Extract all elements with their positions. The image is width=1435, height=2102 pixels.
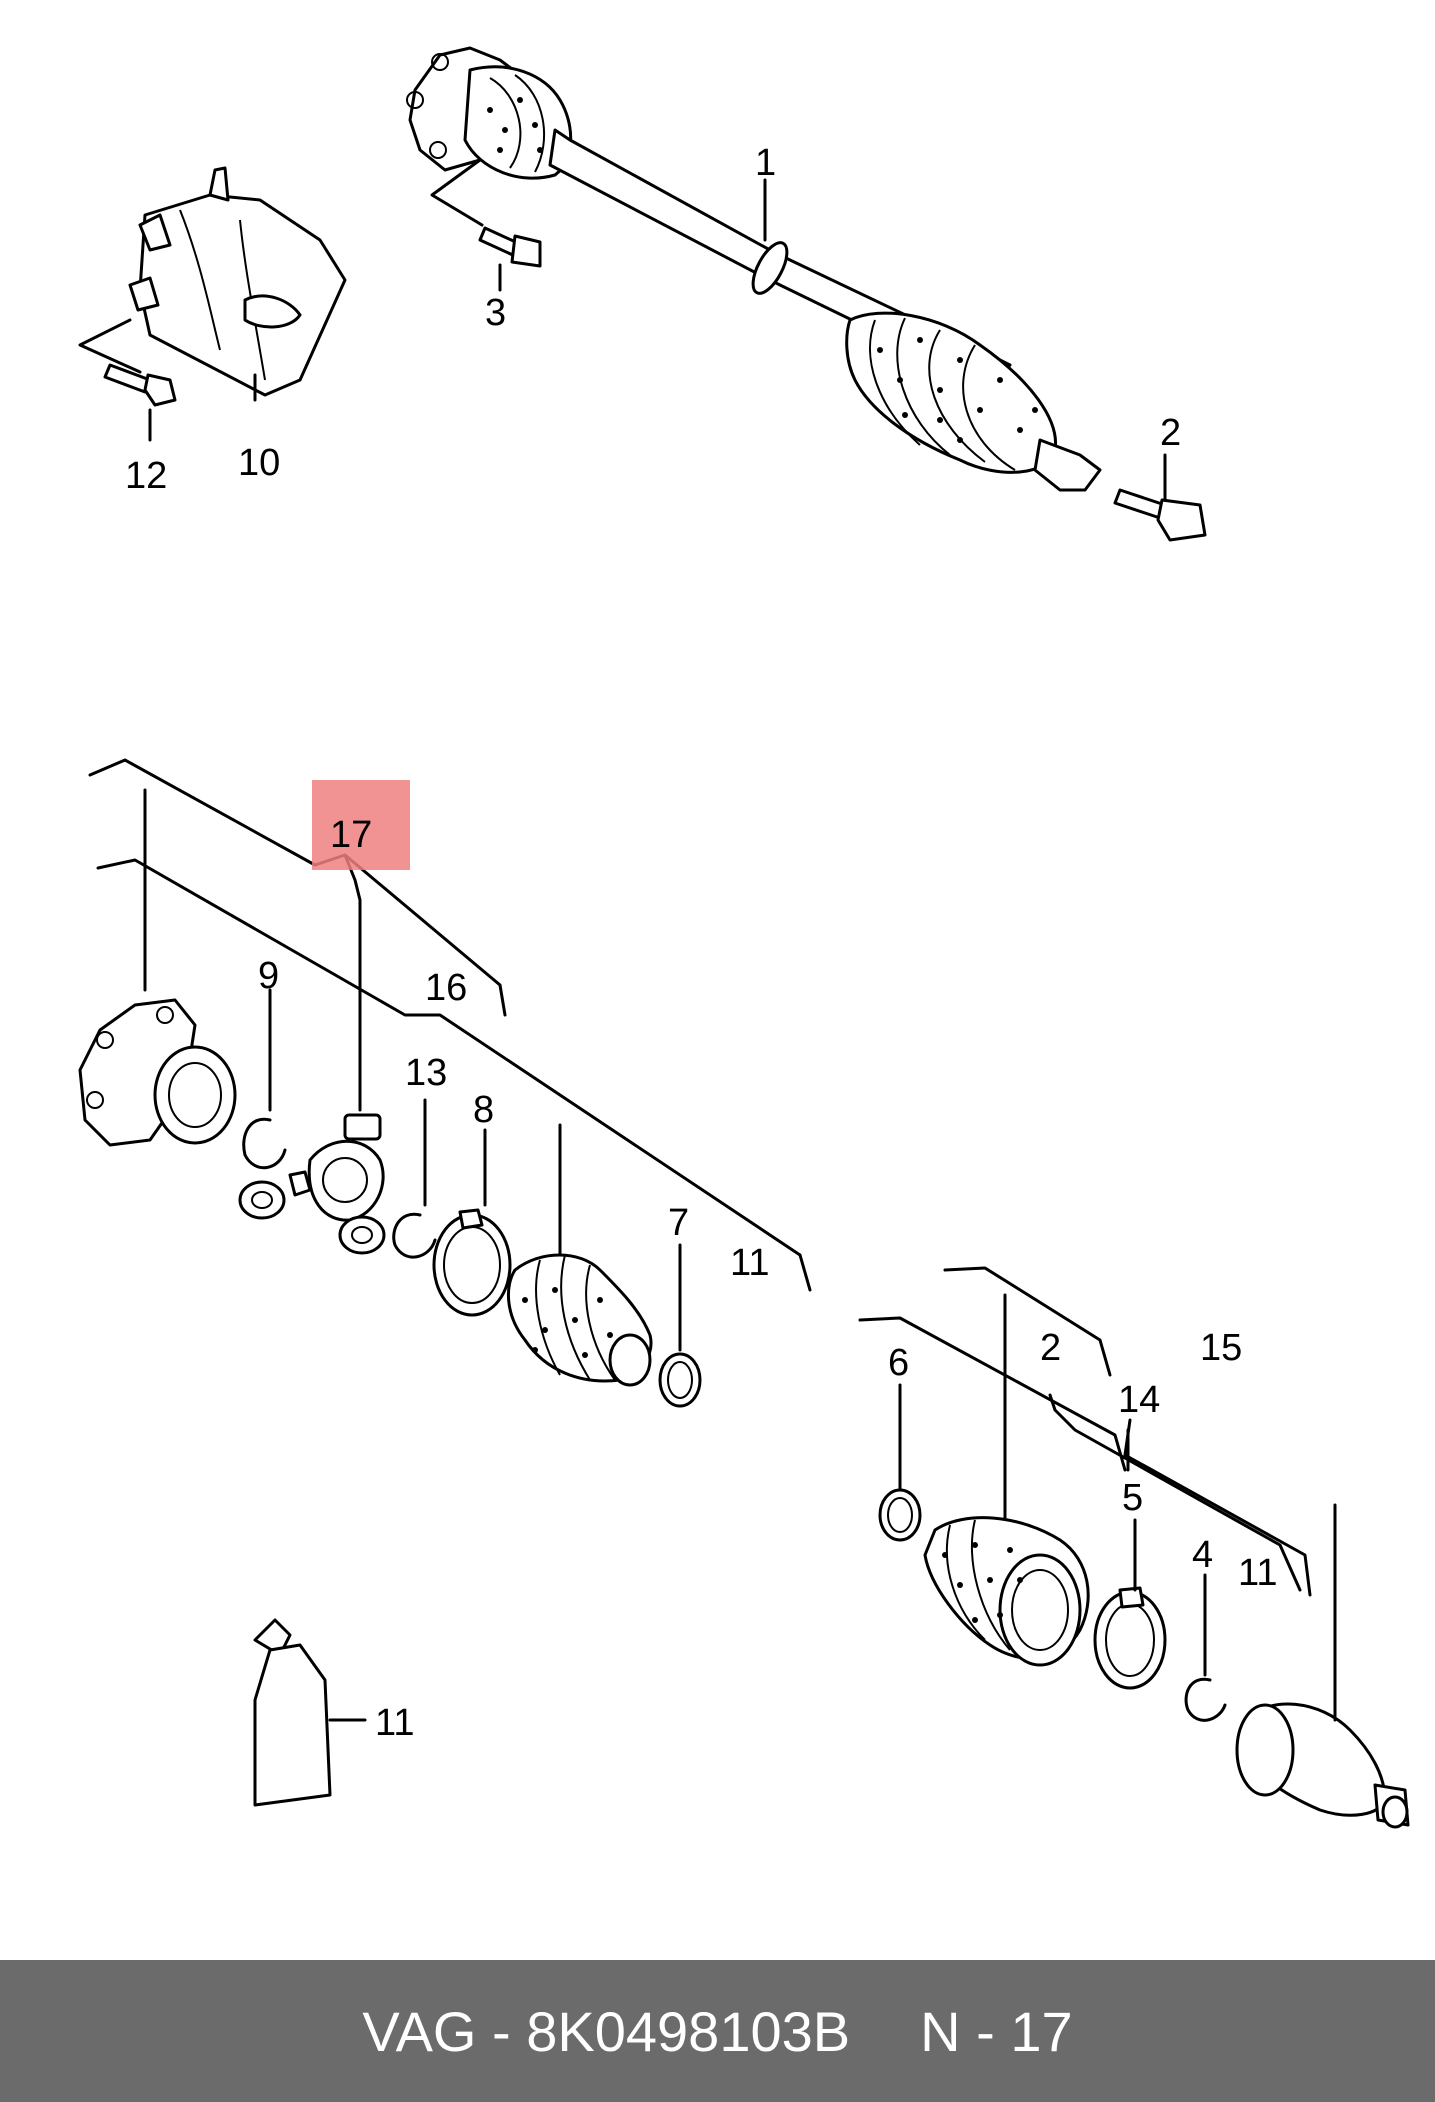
heat-shield-group: [78, 166, 347, 442]
label-11-right: 11: [1238, 1552, 1277, 1594]
footer-bar: VAG - 8K0498103B N - 17: [0, 1960, 1435, 2102]
label-17: 17: [330, 814, 372, 856]
grease-tube: [253, 1618, 367, 1807]
exploded-parts-diagram: 1 2 3 10 12 17 16 9 13 8 7 11 6 2 15 14 …: [78, 46, 1410, 1829]
footer-separator: -: [476, 1999, 527, 2063]
label-11-tube: 11: [375, 1702, 414, 1744]
label-16: 16: [425, 967, 467, 1009]
label-2-bottom: 2: [1040, 1327, 1061, 1369]
label-2-top: 2: [1160, 412, 1181, 454]
drive-shaft-assembly: [406, 46, 1207, 542]
label-15: 15: [1200, 1327, 1242, 1369]
label-8: 8: [473, 1089, 494, 1131]
label-3: 3: [485, 292, 506, 334]
label-6: 6: [888, 1342, 909, 1384]
footer-brand: VAG: [362, 1999, 477, 2063]
outer-joint-kit: [858, 1266, 1410, 1829]
footer-ref: N - 17: [920, 1999, 1073, 2063]
inner-joint-kit: [78, 758, 812, 1408]
highlight-box: [312, 780, 410, 870]
label-14: 14: [1118, 1379, 1160, 1421]
footer-part-number: 8K0498103B: [526, 1999, 851, 2063]
label-11-mid: 11: [730, 1242, 769, 1284]
label-12: 12: [125, 455, 167, 497]
label-9: 9: [258, 955, 279, 997]
label-7: 7: [668, 1202, 689, 1244]
label-13: 13: [405, 1052, 447, 1094]
label-10: 10: [238, 442, 280, 484]
label-4: 4: [1192, 1534, 1213, 1576]
label-5: 5: [1122, 1477, 1143, 1519]
label-1: 1: [755, 142, 776, 184]
